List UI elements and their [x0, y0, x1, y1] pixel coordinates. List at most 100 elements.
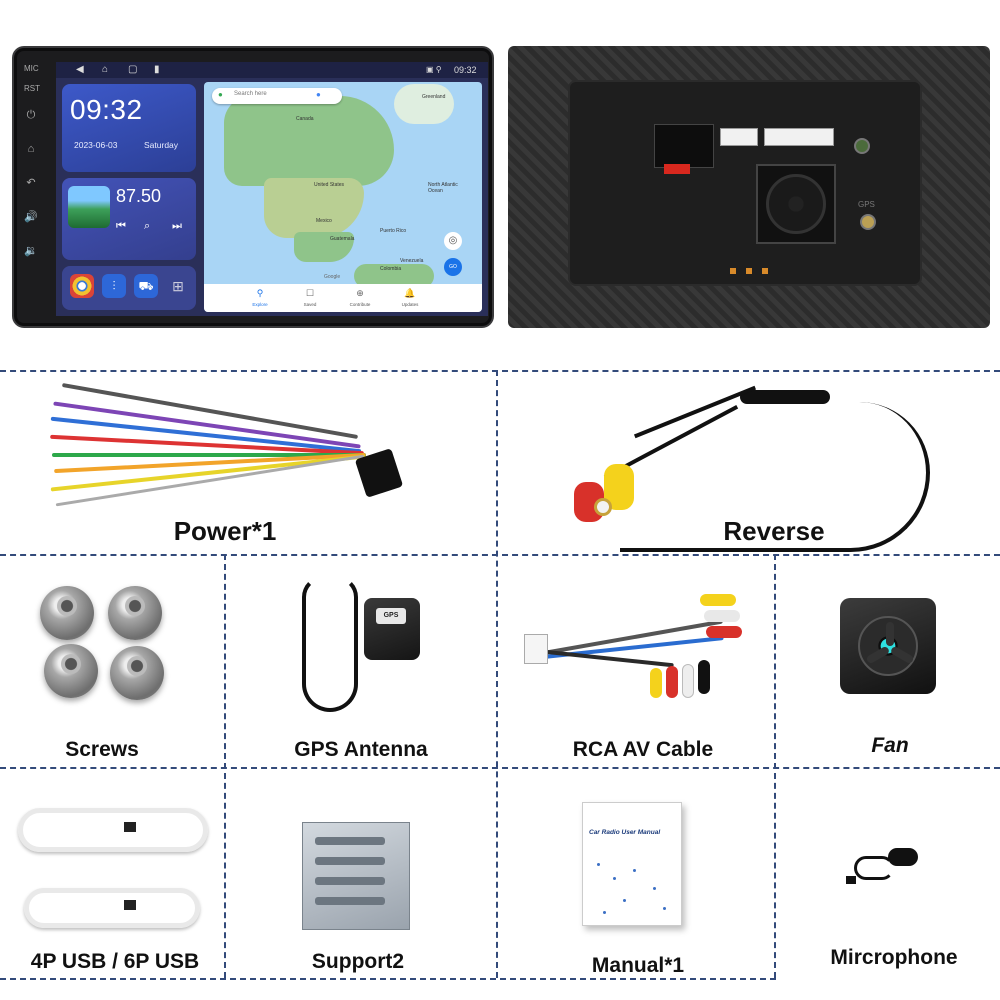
map-label: Colombia: [380, 266, 402, 272]
bezel-buttons: MIC RST ⏻ ⌂ ↶ 🔊 🔉: [20, 62, 42, 312]
map-label: Greenland: [422, 94, 446, 100]
back-panel: GPS: [568, 80, 922, 286]
fan-blades: [766, 174, 826, 234]
grid-line: [0, 767, 1000, 769]
back-nav-icon[interactable]: ◀: [76, 64, 84, 75]
radio-widget[interactable]: 87.50 ⏮ ⌕ ⏭: [62, 178, 196, 260]
map-land-greenland: [394, 84, 454, 124]
volume-up-icon[interactable]: 🔊: [24, 211, 38, 223]
cooling-fan: [756, 164, 836, 244]
led: [762, 268, 768, 274]
power-caption: Power*1: [173, 516, 277, 546]
map-search-bar[interactable]: ● Search here ●: [212, 88, 342, 104]
grid-line: [496, 370, 498, 978]
map-label: United States: [314, 182, 345, 188]
home-icon[interactable]: ⌂: [27, 143, 35, 155]
status-time: 09:32: [454, 65, 477, 75]
support-bracket: [302, 822, 410, 930]
fan-icon: [840, 598, 936, 694]
grid-line: [774, 554, 776, 978]
clock-day: Saturday: [144, 140, 179, 150]
nav-updates[interactable]: Updates: [401, 302, 419, 307]
status-bar: ◀ ⌂ ▢ ▮ ▣ ⚲ 09:32: [56, 62, 488, 78]
mic-jack: [854, 138, 870, 154]
screen: ◀ ⌂ ▢ ▮ ▣ ⚲ 09:32 09:32 2023-06-03 Satur…: [56, 62, 488, 316]
gps-cable: [302, 576, 358, 712]
red-connector: [664, 164, 690, 174]
head-unit-back: GPS: [508, 46, 990, 328]
gps-box-label: GPS: [376, 608, 406, 624]
fan-ring: [858, 616, 918, 676]
fan-caption: Fan: [871, 734, 909, 757]
reverse-caption: Reverse: [723, 516, 825, 546]
clock-time: 09:32: [70, 94, 143, 125]
apps-grid-icon[interactable]: ⊞: [172, 278, 184, 294]
manual-caption: Manual*1: [591, 954, 685, 977]
gps-caption: GPS Antenna: [294, 738, 428, 761]
map-search-placeholder: Search here: [234, 91, 267, 97]
reverse-cable: [560, 380, 940, 555]
status-icons: ▣ ⚲: [426, 65, 442, 74]
updates-icon[interactable]: 🔔: [404, 288, 416, 298]
clock-widget[interactable]: 09:32 2023-06-03 Saturday: [62, 84, 196, 172]
go-button[interactable]: GO: [444, 258, 462, 276]
screws-caption: Screws: [65, 738, 139, 761]
locate-icon[interactable]: ◎: [444, 232, 462, 250]
connector-port: [720, 128, 758, 146]
power-icon[interactable]: ⏻: [26, 109, 36, 121]
lock-icon: ▮: [154, 64, 160, 75]
gps-port-label: GPS: [858, 200, 875, 209]
head-unit-front: MIC RST ⏻ ⌂ ↶ 🔊 🔉 ◀ ⌂ ▢ ▮ ▣ ⚲ 09:32 09:3…: [12, 46, 494, 328]
album-art: [68, 186, 110, 228]
usb-caption: 4P USB / 6P USB: [30, 950, 200, 973]
volume-down-icon[interactable]: 🔉: [24, 245, 38, 257]
microphone-caption: Mircrophone: [830, 946, 958, 969]
back-icon[interactable]: ↶: [26, 177, 36, 189]
map-land-north-america: [224, 96, 394, 186]
led: [730, 268, 736, 274]
support-caption: Support2: [311, 950, 405, 973]
microphone-icon[interactable]: ●: [316, 90, 321, 99]
manual-title: Car Radio User Manual: [589, 829, 661, 836]
chrome-icon[interactable]: [70, 274, 94, 298]
grid-line: [224, 554, 226, 978]
home-nav-icon[interactable]: ⌂: [102, 64, 109, 75]
usb-cable-4p: [18, 808, 208, 852]
power-harness: [40, 382, 410, 507]
app-dock: ⫶ ⛟ ⊞: [62, 266, 196, 310]
clock-date: 2023-06-03: [74, 140, 118, 150]
explore-icon[interactable]: ⚲: [256, 288, 264, 298]
map-label: Mexico: [316, 218, 332, 224]
screws-image: [40, 580, 180, 710]
map-view[interactable]: ● Search here ● Greenland Canada United …: [204, 82, 482, 312]
usb-cable-tie: [124, 822, 136, 832]
radio-frequency: 87.50: [116, 186, 162, 206]
map-label: Canada: [296, 116, 314, 122]
car-icon[interactable]: ⛟: [134, 274, 158, 298]
rca-caption: RCA AV Cable: [572, 738, 714, 761]
mic-label: MIC: [24, 64, 39, 73]
main-harness-port: [654, 124, 714, 168]
grid-line: [0, 978, 776, 980]
usb-cable-tie: [124, 900, 136, 910]
microphone: [846, 842, 926, 886]
contribute-icon[interactable]: ⊕: [356, 288, 364, 298]
nav-saved[interactable]: Saved: [303, 302, 317, 307]
equalizer-icon[interactable]: ⫶: [102, 274, 126, 298]
map-label: Guatemala: [330, 236, 355, 242]
recents-nav-icon[interactable]: ▢: [128, 64, 138, 75]
map-label: North Atlantic Ocean: [428, 182, 458, 194]
google-logo: Google: [324, 274, 341, 280]
map-label: Puerto Rico: [380, 228, 407, 234]
reset-label: RST: [24, 84, 40, 93]
gps-jack: [860, 214, 876, 230]
previous-icon[interactable]: ⏮: [116, 220, 126, 232]
nav-explore[interactable]: Explore: [252, 302, 268, 307]
nav-contribute[interactable]: Contribute: [349, 302, 371, 307]
map-pin-icon: ●: [218, 90, 223, 99]
grid-line: [0, 370, 1000, 372]
search-icon[interactable]: ⌕: [144, 220, 151, 232]
next-icon[interactable]: ⏭: [172, 220, 182, 232]
saved-icon[interactable]: ☐: [305, 288, 315, 298]
